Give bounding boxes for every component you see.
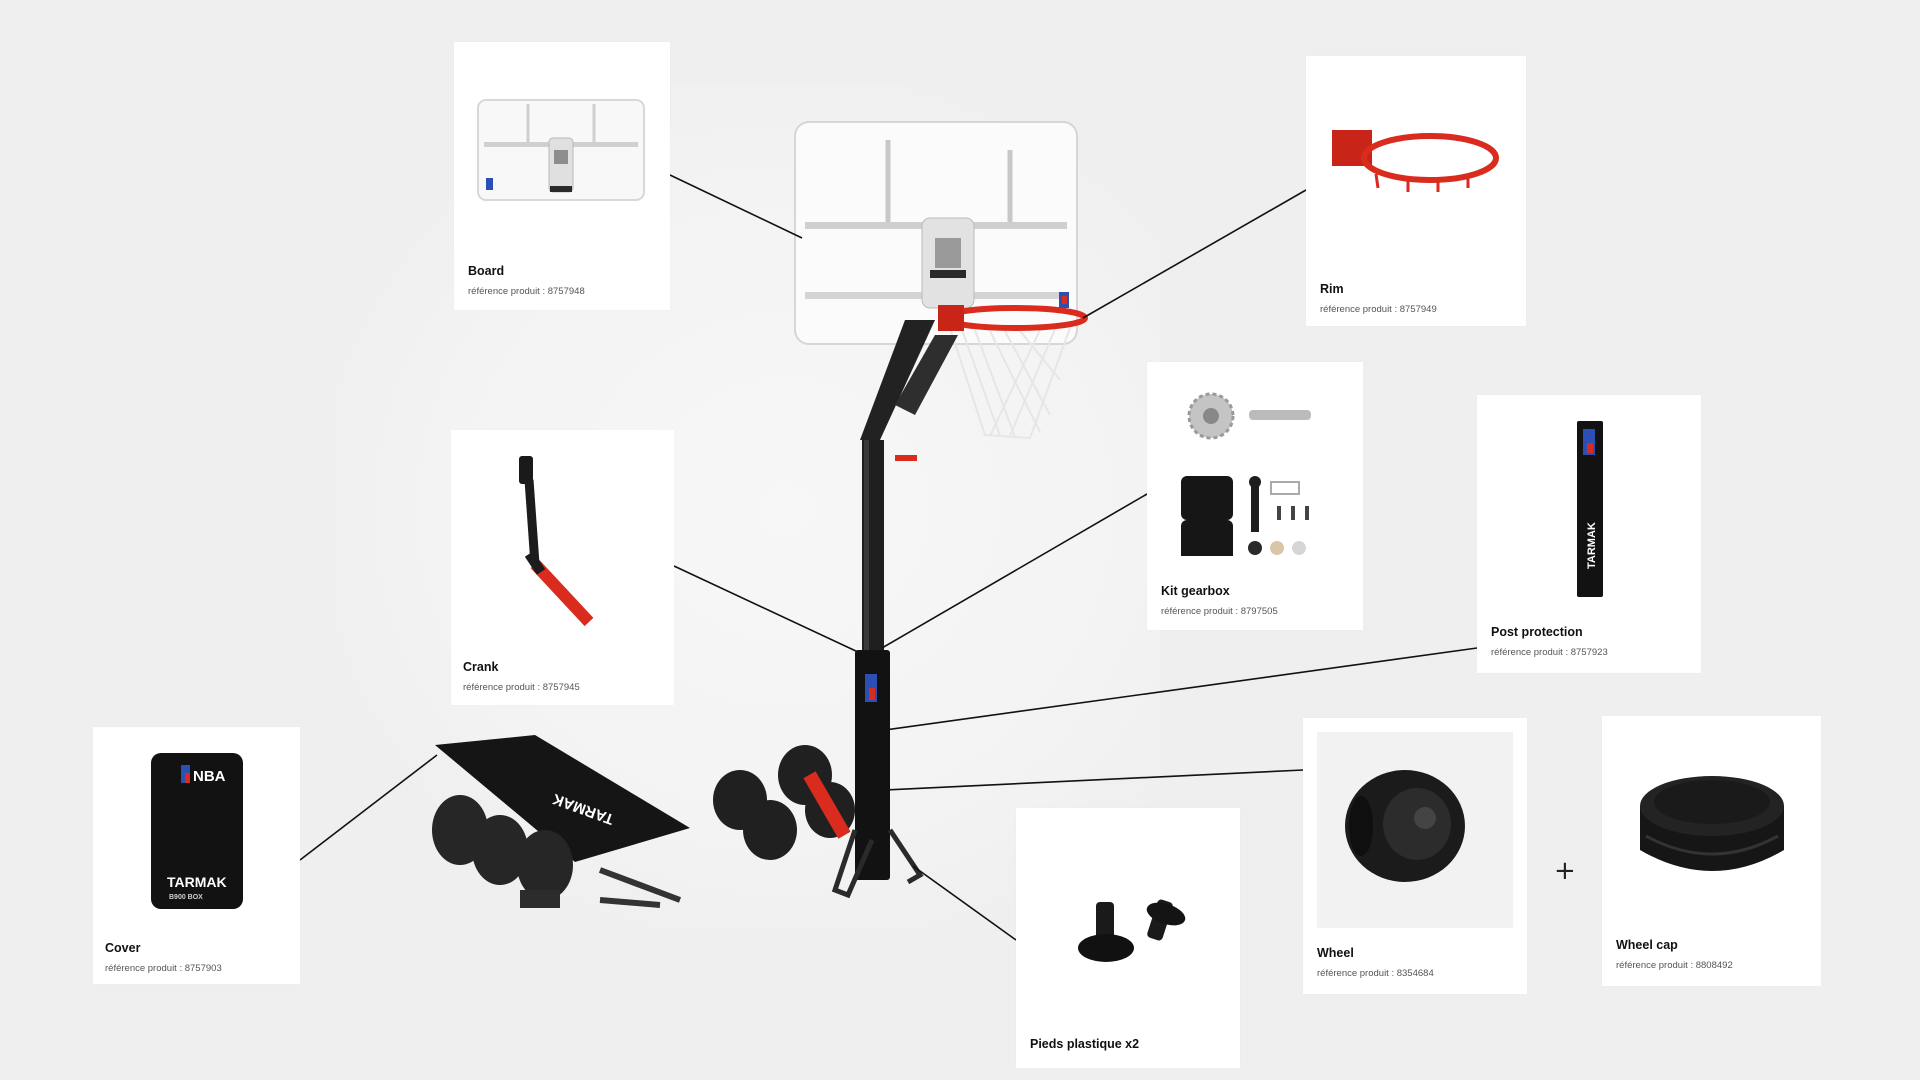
board-thumbnail	[477, 99, 645, 201]
board-connector-line	[669, 174, 803, 239]
rim-reference: référence produit : 8757949	[1320, 304, 1437, 315]
wheel-thumbnail	[1345, 770, 1465, 882]
kit-gearbox-reference: référence produit : 8797505	[1161, 606, 1278, 617]
net-illustration	[949, 327, 1071, 440]
crank-thumbnail	[519, 456, 594, 627]
wheel-cap-reference: référence produit : 8808492	[1616, 960, 1733, 971]
connector-lines	[299, 174, 1478, 941]
kit-gearbox-thumbnail	[1181, 392, 1311, 556]
post-protection-title: Post protection	[1491, 625, 1583, 639]
cover-nba-mark: NBA	[193, 768, 226, 785]
wheel-connector-line	[884, 769, 1304, 791]
crank-card[interactable]: Crank référence produit : 8757945	[451, 430, 674, 705]
crank-connector-line	[673, 565, 859, 653]
base-cover-illustration: TARMAK	[432, 735, 690, 908]
pieds-plastique-thumbnail	[1078, 899, 1186, 962]
pole-illustration	[831, 320, 958, 899]
cover-b900-mark: B900 BOX	[169, 894, 203, 901]
crank-title: Crank	[463, 660, 499, 674]
board-title: Board	[468, 264, 505, 278]
wheel-cap-card[interactable]: Wheel cap référence produit : 8808492	[1602, 716, 1821, 986]
cover-title: Cover	[105, 941, 141, 955]
board-reference: référence produit : 8757948	[468, 286, 585, 297]
board-card[interactable]: Board référence produit : 8757948	[454, 42, 670, 310]
cover-card[interactable]: NBA TARMAK B900 BOX Cover référence prod…	[93, 727, 300, 984]
cover-thumbnail: NBA TARMAK B900 BOX	[151, 753, 243, 909]
kit-gearbox-card[interactable]: Kit gearbox référence produit : 8797505	[1147, 362, 1363, 630]
cover-connector-line	[299, 754, 438, 861]
backboard-illustration	[794, 121, 1078, 345]
cover-tarmak-mark: TARMAK	[167, 874, 227, 890]
pieds-connector-line	[912, 865, 1017, 941]
kit-gearbox-connector-line	[881, 493, 1148, 649]
wheel-title: Wheel	[1317, 946, 1354, 960]
rim-card[interactable]: Rim référence produit : 8757949	[1306, 56, 1526, 326]
pieds-plastique-title: Pieds plastique x2	[1030, 1037, 1140, 1051]
wheel-cap-thumbnail	[1640, 776, 1784, 871]
plus-sign: +	[1554, 856, 1576, 886]
post-protection-card[interactable]: TARMAK Post protection référence produit…	[1477, 395, 1701, 673]
wheel-card[interactable]: Wheel référence produit : 8354684	[1303, 718, 1527, 994]
kit-gearbox-title: Kit gearbox	[1161, 584, 1230, 598]
wheel-reference: référence produit : 8354684	[1317, 968, 1434, 979]
base-wheels-illustration	[713, 745, 855, 860]
rim-connector-line	[1082, 189, 1307, 319]
rim-title: Rim	[1320, 282, 1344, 296]
wheel-cap-title: Wheel cap	[1616, 938, 1678, 952]
post-protection-brand: TARMAK	[1586, 522, 1598, 569]
post-protection-connector-line	[884, 647, 1478, 731]
cover-reference: référence produit : 8757903	[105, 963, 222, 974]
post-protection-thumbnail: TARMAK	[1577, 421, 1603, 597]
rim-thumbnail	[1332, 130, 1499, 192]
crank-reference: référence produit : 8757945	[463, 682, 580, 693]
pieds-plastique-card[interactable]: Pieds plastique x2	[1016, 808, 1240, 1068]
post-protection-reference: référence produit : 8757923	[1491, 647, 1608, 658]
